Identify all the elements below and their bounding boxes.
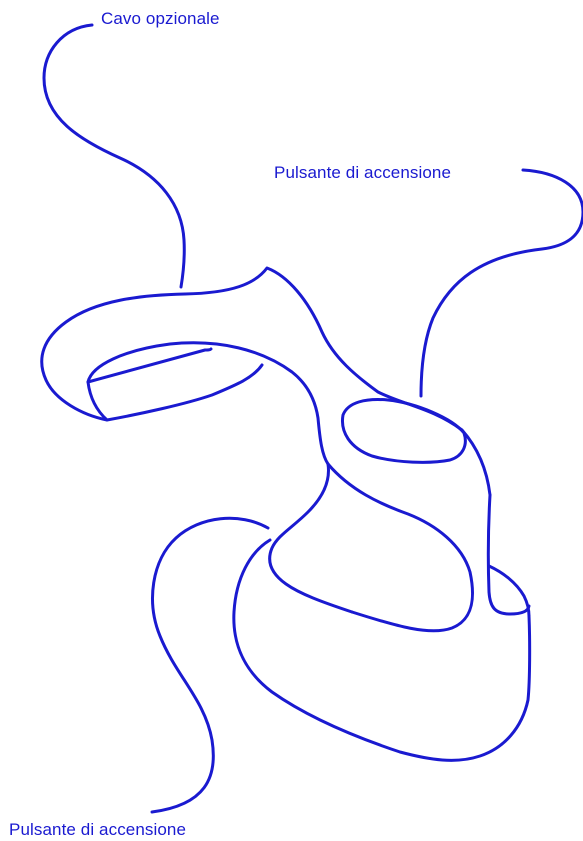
body-right-edge	[486, 493, 531, 616]
label-power-button-top: Pulsante di accensione	[274, 163, 452, 182]
leader-line-power-top	[419, 168, 583, 398]
base-outer-outline	[232, 538, 532, 762]
handle-inner-cutout	[86, 347, 213, 384]
handle-inner-top	[86, 341, 330, 466]
body-left-edge	[268, 462, 354, 614]
body-collar	[326, 462, 474, 633]
label-optional-cable: Cavo opzionale	[101, 9, 220, 28]
leader-line-power-bottom	[150, 516, 270, 814]
side-clip	[487, 564, 531, 618]
leader-line-cable	[42, 23, 186, 289]
label-power-button-bottom: Pulsante di accensione	[9, 820, 187, 839]
power-button-outline	[340, 398, 467, 464]
handle-inner-bottom	[86, 363, 264, 422]
